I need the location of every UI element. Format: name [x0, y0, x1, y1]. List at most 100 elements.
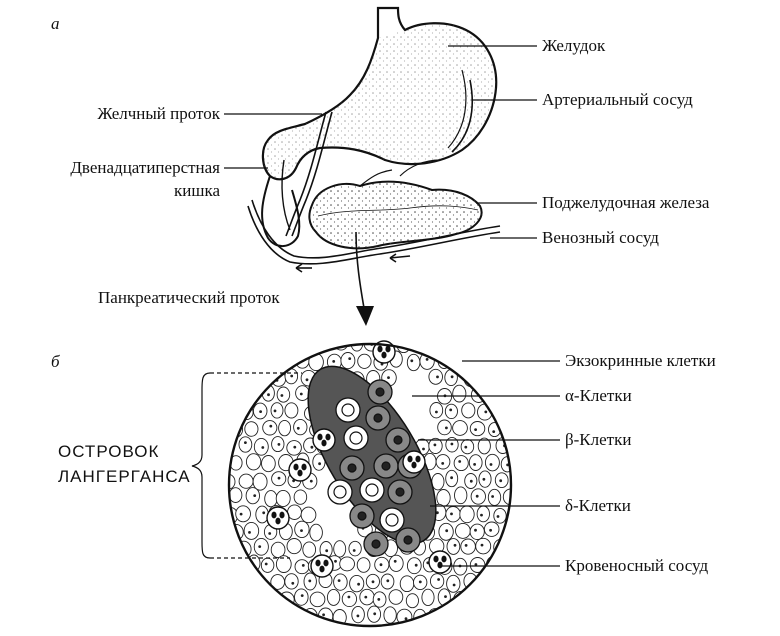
- exocrine-cell: [428, 368, 443, 385]
- exocrine-cell: [476, 505, 490, 523]
- exocrine-cell-nucleus: [418, 580, 422, 584]
- exocrine-cell-nucleus: [356, 614, 360, 618]
- exocrine-cell: [356, 557, 371, 573]
- exocrine-cell: [309, 523, 323, 542]
- exocrine-cell: [333, 573, 348, 591]
- exocrine-cell-nucleus: [322, 613, 325, 617]
- exocrine-cell: [454, 486, 468, 505]
- exocrine-cell: [253, 437, 269, 456]
- bile-duct-label: Желчный проток: [97, 104, 220, 123]
- exocrine-cell-nucleus: [296, 426, 300, 430]
- exocrine-cell-nucleus: [291, 581, 295, 585]
- exocrine-cell-nucleus: [267, 393, 270, 397]
- exocrine-cell: [452, 420, 468, 436]
- islet-circle: [227, 340, 513, 628]
- exocrine-cell-nucleus: [464, 544, 468, 547]
- exocrine-cell: [284, 402, 299, 419]
- exocrine-cell: [475, 537, 492, 555]
- exocrine-cell-nucleus: [280, 394, 284, 397]
- pancreatic-duct-label: Панкреатический проток: [98, 288, 280, 307]
- islet-title-line1: ОСТРОВОК: [58, 442, 160, 461]
- exocrine-cell: [270, 402, 284, 419]
- exocrine-cell-nucleus: [262, 511, 266, 515]
- exocrine-cell: [348, 540, 362, 557]
- leader-lines-b: [412, 360, 560, 567]
- exocrine-cell-nucleus: [410, 359, 414, 363]
- islet-cell-nucleus: [403, 535, 413, 545]
- exocrine-cell-nucleus: [425, 358, 429, 361]
- exocrine-cell-nucleus: [452, 583, 456, 587]
- stomach-label: Желудок: [542, 36, 606, 55]
- exocrine-cell-nucleus: [404, 617, 408, 621]
- exocrine-cell: [276, 386, 291, 403]
- exocrine-cell-nucleus: [450, 442, 454, 446]
- exocrine-cell-nucleus: [310, 445, 314, 449]
- exocrine-cell: [435, 454, 451, 470]
- islet-cell-nucleus: [381, 461, 391, 471]
- exocrine-cell: [388, 589, 404, 605]
- exocrine-cell-nucleus: [422, 447, 425, 451]
- exocrine-cell-nucleus: [437, 578, 440, 581]
- exocrine-cell-nucleus: [309, 479, 313, 483]
- exocrine-cell-nucleus: [379, 563, 383, 567]
- exocrine-cell: [294, 588, 309, 606]
- exocrine-cell: [405, 593, 419, 609]
- exocrine-cell-nucleus: [325, 549, 329, 553]
- exocrine-cell: [229, 487, 243, 503]
- islet-cell-nucleus: [333, 485, 347, 499]
- exocrine-cell-nucleus: [436, 511, 439, 515]
- exocrine-cell-nucleus: [474, 563, 478, 566]
- exocrine-cell-nucleus: [259, 410, 262, 413]
- blood-cell: [321, 439, 327, 447]
- exocrine-cell: [262, 420, 278, 436]
- exocrine-cell: [486, 556, 500, 572]
- blood-vessel-label: Кровеносный сосуд: [565, 556, 709, 575]
- exocrine-cell: [484, 453, 500, 472]
- exocrine-cell: [294, 559, 310, 575]
- blood-cell: [381, 351, 387, 359]
- zoom-arrow: [355, 231, 374, 326]
- exocrine-cell: [293, 489, 308, 505]
- islet-bracket: [191, 372, 302, 559]
- exocrine-cell-nucleus: [458, 460, 462, 463]
- blood-cell: [279, 511, 285, 519]
- exocrine-cell: [293, 418, 308, 436]
- exocrine-cell-nucleus: [268, 532, 272, 535]
- exocrine-cell-nucleus: [258, 545, 262, 548]
- exocrine-cell-nucleus: [264, 562, 268, 566]
- blood-cell: [315, 559, 321, 567]
- islet-cell-nucleus: [373, 413, 383, 423]
- exocrine-cell-nucleus: [290, 374, 294, 378]
- exocrine-cell: [459, 505, 475, 524]
- exocrine-cell: [460, 439, 475, 455]
- stomach-drawing: [261, 6, 498, 181]
- exocrine-cell-nucleus: [308, 579, 312, 583]
- exocrine-cell-nucleus: [484, 410, 488, 414]
- exocrine-cell-nucleus: [243, 411, 247, 414]
- exocrine-cell: [295, 385, 310, 401]
- exocrine-cell: [388, 554, 404, 572]
- exocrine-cell-nucleus: [449, 408, 453, 412]
- exocrine-cell: [245, 453, 262, 471]
- exocrine-cell: [339, 556, 355, 572]
- exocrine-cell-nucleus: [496, 515, 500, 518]
- exocrine-cell: [483, 521, 500, 537]
- islet-cell-nucleus: [393, 435, 403, 445]
- exocrine-cell-nucleus: [473, 463, 476, 466]
- exocrine-cell: [455, 522, 471, 539]
- beta-cells-label: β-Клетки: [565, 430, 632, 449]
- exocrine-cell-nucleus: [357, 582, 360, 586]
- exocrine-cell: [349, 574, 365, 593]
- exocrine-cell-nucleus: [435, 410, 438, 414]
- exocrine-cell: [278, 419, 292, 437]
- exocrine-cell-nucleus: [474, 428, 477, 431]
- blood-cell: [297, 469, 303, 477]
- panel-b-letter: б: [51, 352, 60, 371]
- exocrine-cell-nucleus: [433, 443, 437, 447]
- exocrine-cell-nucleus: [352, 549, 356, 552]
- exocrine-cell-nucleus: [445, 529, 449, 533]
- exocrine-cell-nucleus: [277, 476, 281, 480]
- exocrine-cell: [446, 574, 461, 593]
- alpha-cells-label: α-Клетки: [565, 386, 632, 405]
- exocrine-cell: [383, 606, 397, 624]
